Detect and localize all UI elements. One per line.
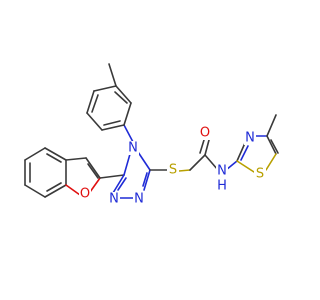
svg-text:N: N	[134, 192, 144, 207]
thiazole-ring	[236, 114, 279, 173]
atom-label-o-carbonyl: O	[199, 126, 211, 141]
svg-text:N: N	[245, 131, 255, 146]
atom-label-n-amide: N	[216, 164, 228, 179]
svg-text:O: O	[80, 187, 90, 202]
svg-text:S: S	[169, 163, 177, 178]
atom-label-n-triazole-bottom-right: N	[133, 192, 145, 207]
svg-text:N: N	[128, 141, 138, 156]
p-tolyl-group	[86, 63, 134, 143]
atom-label-n-triazole-top: N	[127, 141, 139, 156]
atom-label-n-thiazole: N	[244, 131, 256, 146]
atom-label-n-triazole-bottom-left: N	[108, 192, 120, 207]
atom-label-h-amide: H	[216, 179, 228, 194]
benzofuran-furan-ring	[65, 157, 101, 196]
svg-text:N: N	[217, 164, 227, 179]
triazole-ring	[112, 151, 151, 199]
svg-text:S: S	[256, 167, 264, 182]
thioether-linker	[149, 154, 206, 172]
svg-text:N: N	[109, 192, 119, 207]
atom-label-o-furan: O	[79, 187, 91, 202]
benzofuran-benzene-ring	[24, 147, 67, 198]
svg-text:H: H	[217, 179, 227, 194]
atom-label-s-thioether: S	[167, 163, 179, 178]
benzofuran-triazole-bond	[99, 174, 125, 179]
svg-text:O: O	[200, 126, 210, 141]
molecule-structure-diagram: O N N N S O N H N S	[24, 63, 279, 207]
atom-label-s-thiazole: S	[254, 167, 266, 182]
